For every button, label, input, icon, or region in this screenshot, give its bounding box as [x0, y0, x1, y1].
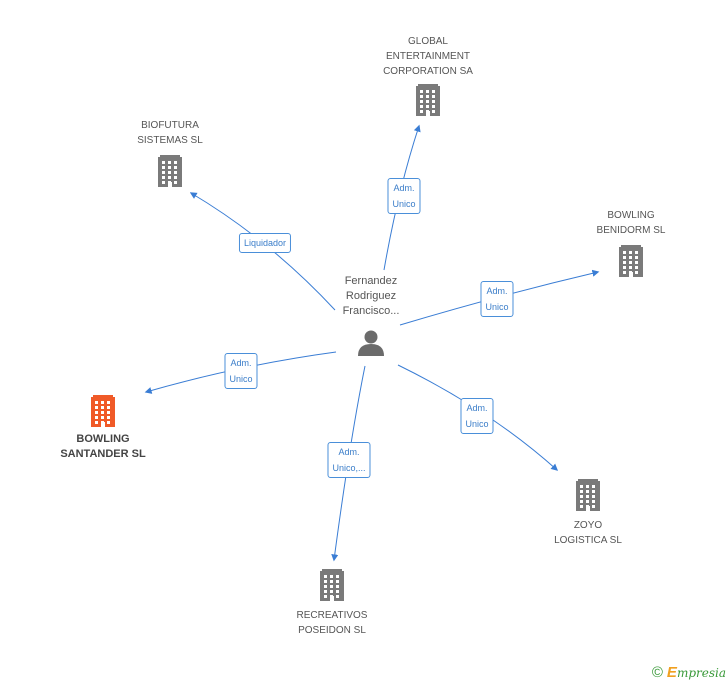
person-name-label[interactable]: Fernandez Rodriguez Francisco...: [342, 275, 400, 317]
company-biofutura-label[interactable]: BIOFUTURA SISTEMAS SL: [137, 120, 203, 146]
brand-logo-text: mpresia: [676, 665, 726, 680]
brand-logo-initial: E: [666, 664, 677, 681]
edge-label-zoyo[interactable]: Adm. Unico: [460, 398, 494, 434]
company-zoyo-label[interactable]: ZOYO LOGISTICA SL: [554, 520, 622, 546]
footer-brand: © E mpresia: [652, 664, 726, 681]
company-global-icon[interactable]: [416, 84, 440, 116]
edge-label-santander[interactable]: Adm. Unico: [224, 353, 258, 389]
edge-label-benidorm[interactable]: Adm. Unico: [480, 281, 514, 317]
company-santander-label[interactable]: BOWLING SANTANDER SL: [60, 433, 146, 460]
company-zoyo-icon[interactable]: [576, 479, 600, 511]
company-benidorm-icon[interactable]: [619, 245, 643, 277]
copyright-icon: ©: [651, 664, 663, 681]
company-global-label[interactable]: GLOBAL ENTERTAINMENT CORPORATION SA: [383, 36, 473, 77]
company-biofutura-icon[interactable]: [158, 155, 182, 187]
company-benidorm-label[interactable]: BOWLING BENIDORM SL: [596, 210, 666, 236]
edge-label-poseidon[interactable]: Adm. Unico,...: [327, 442, 371, 478]
person-icon[interactable]: [358, 330, 384, 357]
edge-label-global[interactable]: Adm. Unico: [387, 178, 421, 214]
company-poseidon-icon[interactable]: [320, 569, 344, 601]
company-santander-icon[interactable]: [91, 395, 115, 427]
company-poseidon-label[interactable]: RECREATIVOS POSEIDON SL: [296, 610, 368, 636]
edge-label-biofutura[interactable]: Liquidador: [238, 233, 292, 253]
